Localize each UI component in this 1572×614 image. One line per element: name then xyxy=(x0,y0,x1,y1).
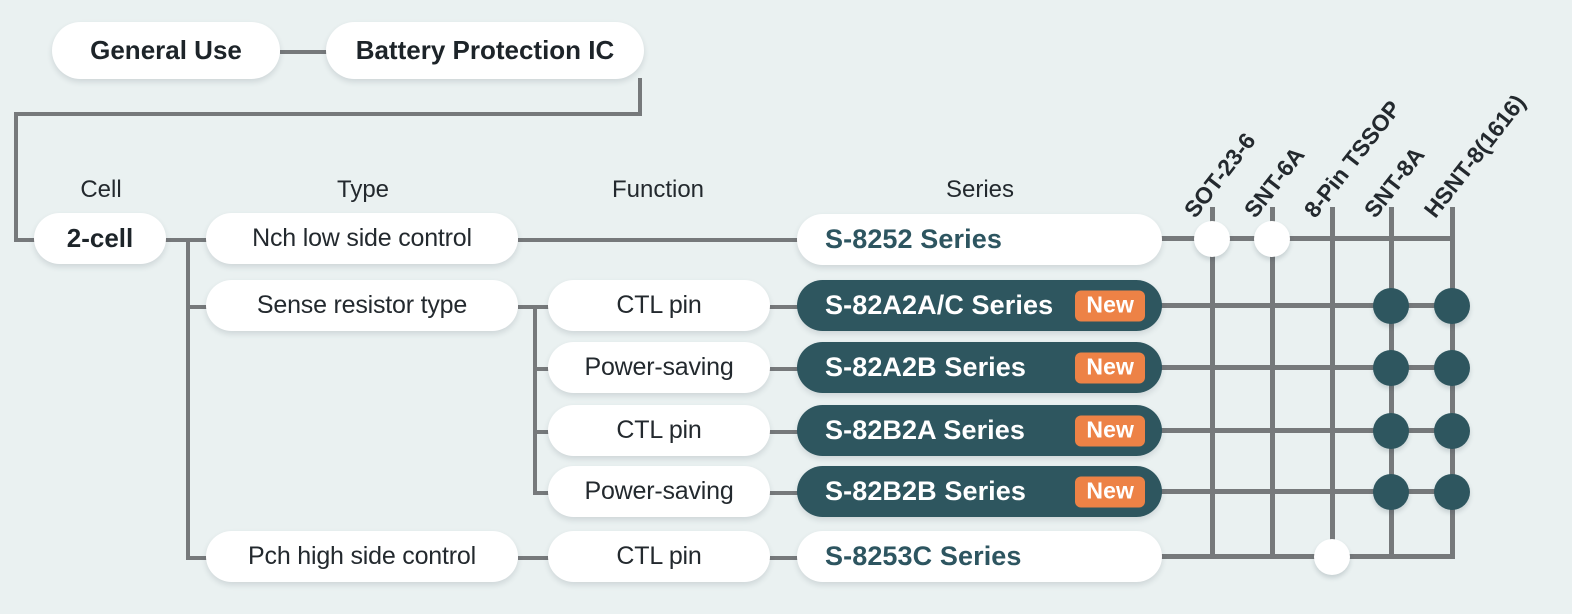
node-series-s-8253c[interactable]: S-8253C Series xyxy=(797,531,1162,582)
node-type-sense-resistor-type-label: Sense resistor type xyxy=(256,291,468,319)
node-battery-protection-ic-label: Battery Protection IC xyxy=(355,35,615,65)
matrix-dot-s8252-sot-23-6[interactable] xyxy=(1194,221,1230,257)
column-header-type-label: Type xyxy=(336,176,390,203)
connector-bpic-left xyxy=(14,112,642,116)
matrix-row-line-5 xyxy=(1160,489,1455,494)
column-header-cell: Cell xyxy=(22,176,180,204)
matrix-dot-s82b2b-snt-8a[interactable] xyxy=(1373,474,1409,510)
matrix-row-line-2 xyxy=(1160,303,1455,308)
column-header-series: Series xyxy=(798,176,1162,204)
connector-generaluse-to-bpic xyxy=(280,50,332,54)
node-general-use-label: General Use xyxy=(90,35,242,65)
node-type-nch-low-side-control[interactable]: Nch low side control xyxy=(206,213,518,264)
node-series-s-82a2b[interactable]: S-82A2B Series New xyxy=(797,342,1162,393)
matrix-dot-s82b2a-hsnt-8-1616[interactable] xyxy=(1434,413,1470,449)
node-function-row4-label: CTL pin xyxy=(616,416,702,444)
node-series-s-82a2b-label: S-82A2B Series xyxy=(825,352,1027,382)
type-bus-vertical xyxy=(186,238,190,558)
matrix-dot-s82b2a-snt-8a[interactable] xyxy=(1373,413,1409,449)
node-series-s-8252[interactable]: S-8252 Series xyxy=(797,214,1162,265)
node-series-s-82b2a[interactable]: S-82B2A Series New xyxy=(797,405,1162,456)
connector-funcbus-row4 xyxy=(533,430,555,434)
connector-typebus-row6 xyxy=(186,556,214,560)
node-series-s-82a2a-c[interactable]: S-82A2A/C Series New xyxy=(797,280,1162,331)
node-type-pch-high-side-control[interactable]: Pch high side control xyxy=(206,531,518,582)
matrix-dot-s82a2b-snt-8a[interactable] xyxy=(1373,350,1409,386)
new-badge-s-82b2a: New xyxy=(1075,415,1145,446)
column-header-series-label: Series xyxy=(945,176,1015,203)
node-series-s-8252-label: S-8252 Series xyxy=(825,224,1002,254)
node-general-use[interactable]: General Use xyxy=(52,22,280,79)
connector-nch-to-s8252 xyxy=(518,238,800,242)
package-label-hsnt-8-1616: HSNT-8(1616) xyxy=(1419,90,1532,223)
node-type-nch-low-side-control-label: Nch low side control xyxy=(252,224,472,252)
column-header-type: Type xyxy=(208,176,518,204)
matrix-row-line-6 xyxy=(1160,554,1455,559)
connector-sense-to-funcbus xyxy=(518,305,556,309)
node-series-s-82b2b-label: S-82B2B Series xyxy=(825,476,1027,506)
package-label-hsnt-8-1616-text: HSNT-8(1616) xyxy=(1418,89,1531,223)
node-type-sense-resistor-type[interactable]: Sense resistor type xyxy=(206,280,518,331)
matrix-dot-s82a2ac-hsnt-8-1616[interactable] xyxy=(1434,288,1470,324)
new-badge-s-82a2a-c: New xyxy=(1075,290,1145,321)
connector-bpic-down xyxy=(638,78,642,114)
matrix-row-line-3 xyxy=(1160,365,1455,370)
column-header-function: Function xyxy=(548,176,768,204)
node-function-row2-label: CTL pin xyxy=(616,291,702,319)
node-function-row5-label: Power-saving xyxy=(584,477,734,505)
connector-func-to-series-row3 xyxy=(768,367,808,371)
connector-typebus-row2 xyxy=(186,305,214,309)
matrix-row-line-1 xyxy=(1160,236,1455,241)
connector-pch-to-ctl xyxy=(518,556,556,560)
column-header-function-label: Function xyxy=(611,176,705,203)
connector-funcbus-row5 xyxy=(533,491,555,495)
node-type-pch-high-side-control-label: Pch high side control xyxy=(248,542,476,570)
matrix-dot-s82a2b-hsnt-8-1616[interactable] xyxy=(1434,350,1470,386)
matrix-row-line-4 xyxy=(1160,428,1455,433)
function-bus-vertical xyxy=(533,305,537,493)
matrix-dot-s82b2b-hsnt-8-1616[interactable] xyxy=(1434,474,1470,510)
node-function-row2[interactable]: CTL pin xyxy=(548,280,770,331)
node-function-row6-label: CTL pin xyxy=(616,542,702,570)
connector-bpic-to-cell xyxy=(14,112,18,242)
connector-funcbus-row3 xyxy=(533,367,555,371)
new-badge-s-82a2b: New xyxy=(1075,352,1145,383)
node-series-s-82b2a-label: S-82B2A Series xyxy=(825,415,1026,445)
connector-func-to-series-row4 xyxy=(768,430,808,434)
matrix-col-line-8-pin-tssop xyxy=(1330,207,1335,558)
node-series-s-82b2b[interactable]: S-82B2B Series New xyxy=(797,466,1162,517)
connector-cell-stub xyxy=(14,238,42,242)
node-cell-2-cell-label: 2-cell xyxy=(66,223,134,253)
node-battery-protection-ic[interactable]: Battery Protection IC xyxy=(326,22,644,79)
matrix-col-line-snt-6a xyxy=(1270,207,1275,558)
matrix-dot-s8252-snt-6a[interactable] xyxy=(1254,221,1290,257)
node-series-s-8253c-label: S-8253C Series xyxy=(825,541,1022,571)
node-function-row3[interactable]: Power-saving xyxy=(548,342,770,393)
node-function-row5[interactable]: Power-saving xyxy=(548,466,770,517)
connector-func-to-series-row6 xyxy=(768,556,808,560)
node-series-s-82a2a-c-label: S-82A2A/C Series xyxy=(825,290,1054,320)
node-cell-2-cell[interactable]: 2-cell xyxy=(34,213,166,264)
connector-func-to-series-row2 xyxy=(768,305,808,309)
matrix-dot-s8253c-8-pin-tssop[interactable] xyxy=(1314,539,1350,575)
matrix-col-line-sot-23-6 xyxy=(1210,207,1215,558)
column-header-cell-label: Cell xyxy=(80,176,122,203)
node-function-row3-label: Power-saving xyxy=(584,353,734,381)
new-badge-s-82b2b: New xyxy=(1075,476,1145,507)
node-function-row4[interactable]: CTL pin xyxy=(548,405,770,456)
node-function-row6[interactable]: CTL pin xyxy=(548,531,770,582)
connector-func-to-series-row5 xyxy=(768,491,808,495)
matrix-dot-s82a2ac-snt-8a[interactable] xyxy=(1373,288,1409,324)
